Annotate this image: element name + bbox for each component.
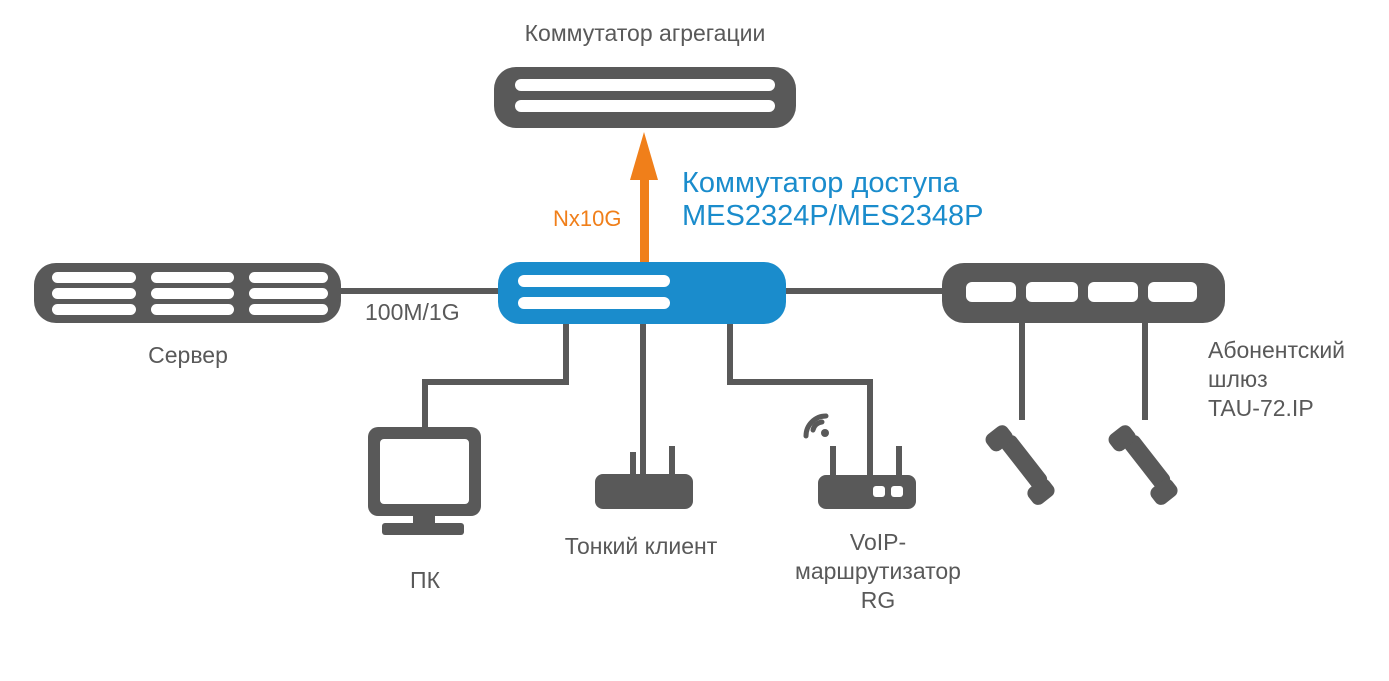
server-link-label: 100M/1G (365, 299, 460, 325)
connection-lines (340, 288, 1148, 478)
access-switch-title-line2: MES2324P/MES2348P (682, 200, 984, 232)
phone-handset-icon (985, 425, 1055, 505)
uplink-label: Nx10G (553, 206, 622, 231)
phone-handset-icon (1108, 425, 1178, 505)
thin-client-label: Тонкий клиент (564, 533, 718, 559)
gateway-label-line2: шлюз (1208, 366, 1268, 392)
aggregation-switch-label: Коммутатор агрегации (524, 20, 766, 46)
server-label: Сервер (148, 342, 228, 368)
voip-router-label: VoIP- маршрутизатор RG (795, 528, 961, 615)
wifi-router-icon (803, 413, 916, 509)
access-switch-title: Коммутатор доступа MES2324P/MES2348P (682, 167, 983, 233)
aggregation-switch-icon (494, 67, 796, 128)
gateway-label: Абонентский шлюз TAU-72.IP (1208, 336, 1345, 423)
server-icon (34, 263, 341, 323)
voip-router-label-line3: RG (860, 587, 896, 613)
gateway-label-line3: TAU-72.IP (1208, 395, 1314, 421)
monitor-icon (368, 427, 481, 535)
link-access-voip-router (727, 322, 873, 478)
pc-label: ПК (410, 567, 440, 593)
voip-router-label-line2: маршрутизатор (795, 558, 961, 584)
thin-client-icon (595, 446, 693, 509)
gateway-icon (942, 263, 1225, 323)
uplink-arrow-icon (630, 132, 658, 263)
link-access-pc (422, 322, 569, 430)
gateway-label-line1: Абонентский (1208, 337, 1346, 363)
access-switch-title-line1: Коммутатор доступа (682, 167, 959, 199)
access-switch-icon (498, 262, 786, 324)
voip-router-label-line1: VoIP- (849, 529, 907, 555)
